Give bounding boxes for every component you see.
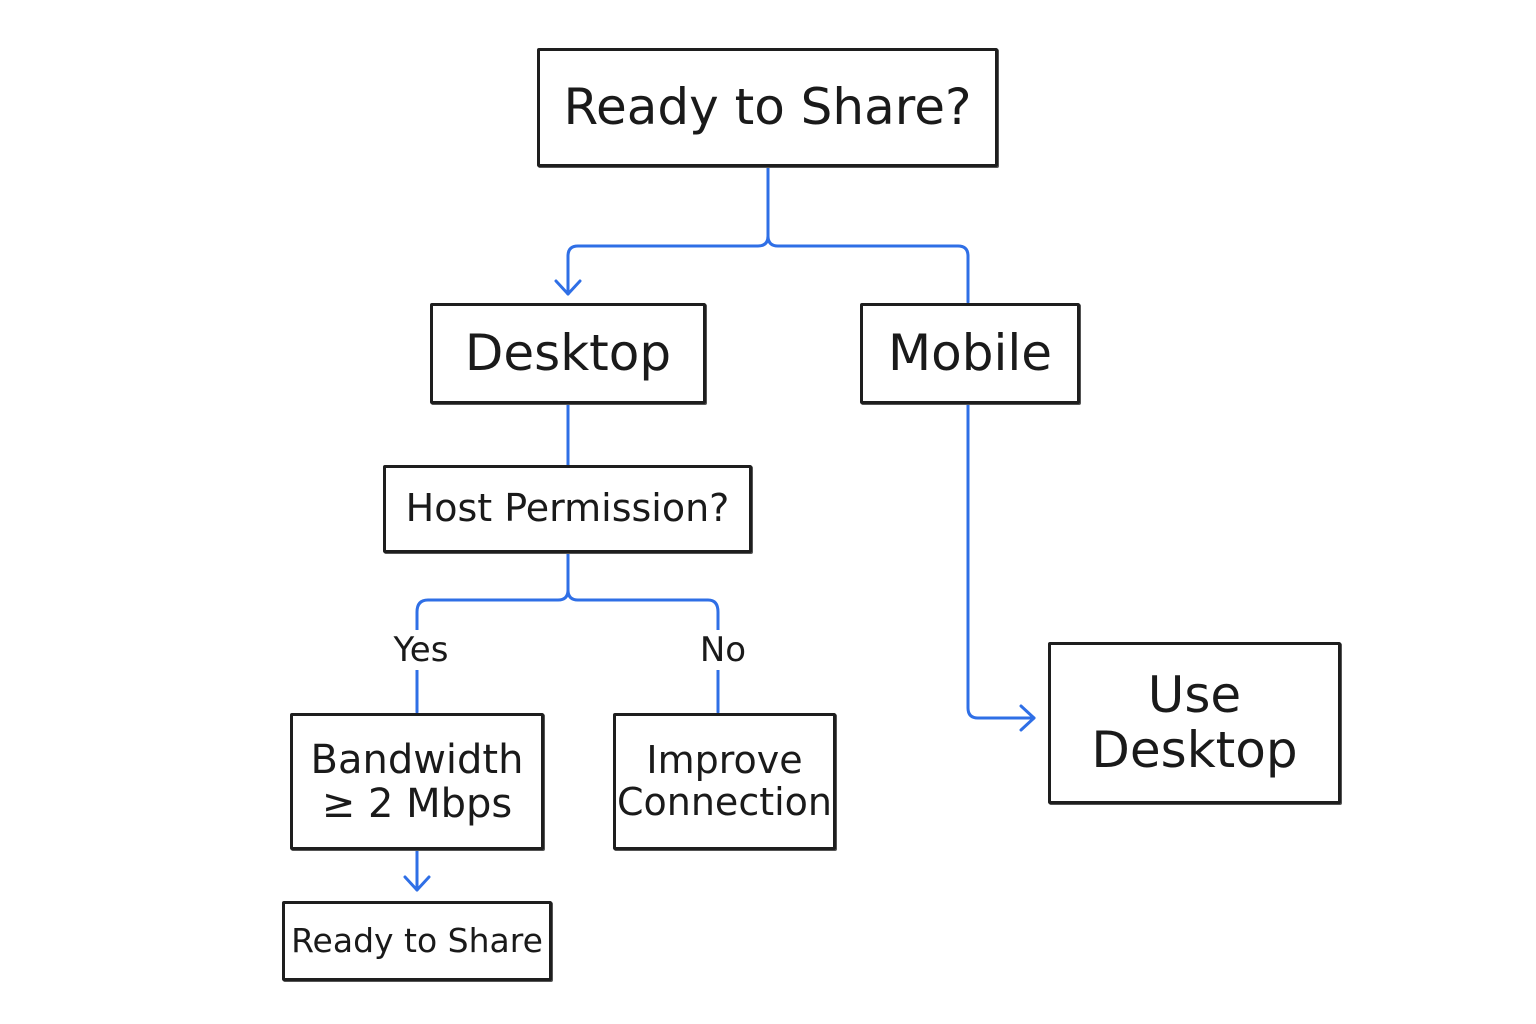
connector-bandwidth-to-ready (403, 848, 431, 892)
node-use-desktop-line1: Use (1147, 666, 1242, 724)
connector-host-split (415, 550, 720, 714)
node-desktop-label: Desktop (464, 324, 672, 382)
connector-host-to-no (566, 588, 720, 714)
node-host-permission: Host Permission? (383, 465, 752, 553)
node-desktop: Desktop (430, 303, 706, 404)
node-host-permission-label: Host Permission? (405, 486, 730, 531)
connector-root-split (554, 165, 970, 304)
node-use-desktop: Use Desktop (1048, 642, 1341, 804)
node-bandwidth-line2: ≥ 2 Mbps (321, 780, 513, 827)
node-improve-connection-line1: Improve (646, 737, 803, 782)
node-bandwidth-line1: Bandwidth (310, 736, 524, 783)
node-ready-to-share-question-label: Ready to Share? (563, 78, 972, 136)
node-bandwidth: Bandwidth ≥ 2 Mbps (290, 713, 544, 850)
arrowhead-to-ready (403, 875, 431, 892)
node-ready-to-share-question: Ready to Share? (537, 48, 998, 167)
node-ready-to-share: Ready to Share (282, 901, 552, 981)
connector-root-stem (566, 165, 770, 296)
connector-root-to-mobile (766, 234, 970, 304)
connector-mobile-stem (966, 402, 1036, 720)
arrowhead-to-desktop (554, 279, 582, 296)
node-mobile: Mobile (860, 303, 1080, 404)
node-improve-connection: Improve Connection (613, 713, 836, 850)
connector-mobile-to-use-desktop (966, 402, 1036, 732)
edge-label-no: No (688, 630, 758, 670)
arrowhead-to-use-desktop (1019, 704, 1036, 732)
node-use-desktop-line2: Desktop (1091, 721, 1298, 779)
node-mobile-label: Mobile (887, 324, 1052, 382)
node-ready-to-share-label: Ready to Share (291, 920, 543, 960)
node-improve-connection-line2: Connection (616, 779, 832, 824)
edge-label-yes: Yes (380, 630, 462, 670)
